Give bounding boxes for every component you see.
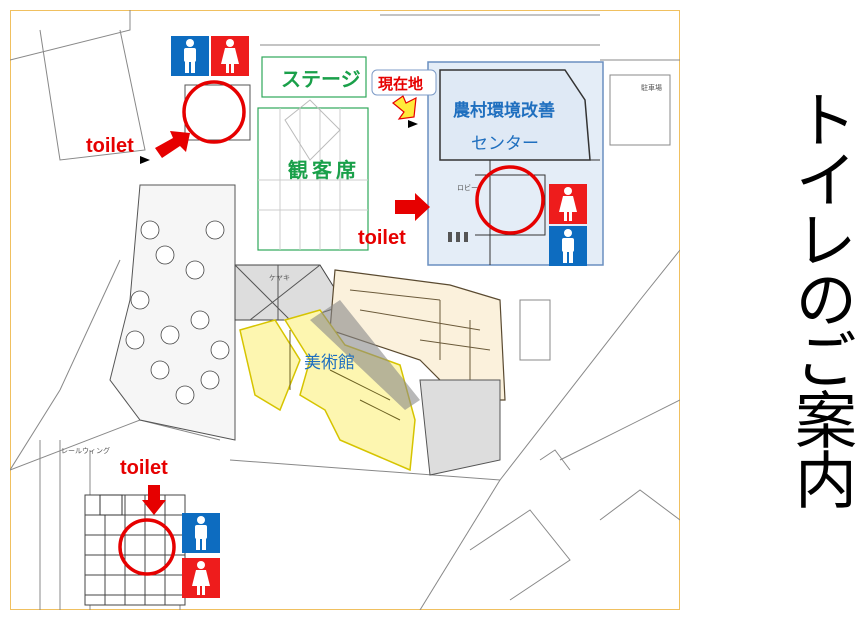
keyaki-label: ケヤキ (269, 274, 290, 282)
museum-label: 美術館 (304, 353, 355, 373)
arrow-icon (395, 193, 430, 221)
map-drawing (10, 10, 680, 610)
toilet-label: toilet (86, 135, 134, 157)
parking-label: 駐車場 (641, 84, 662, 92)
female-restroom-icon (549, 184, 587, 224)
toilet-highlight-circle (182, 80, 246, 144)
arrow-icon (142, 485, 166, 515)
center-name-line1: 農村環境改善 (453, 101, 555, 121)
current-location-arrow-icon (392, 95, 417, 120)
audience-seating-label: 観客席 (288, 158, 360, 182)
current-location-label: 現在地 (378, 75, 424, 93)
stage-label: ステージ (281, 67, 361, 91)
male-restroom-icon (549, 226, 587, 266)
toilet-highlight-circle (475, 165, 545, 235)
rail-wing-label: レールウィング (61, 447, 110, 455)
lobby-label: ロビー (457, 184, 478, 192)
arrow-icon (155, 131, 190, 158)
center-name-line2: センター (471, 134, 539, 154)
toilet-label: toilet (120, 457, 168, 479)
male-restroom-icon (171, 36, 209, 76)
female-restroom-icon (211, 36, 249, 76)
toilet-label: toilet (358, 227, 406, 249)
male-restroom-icon (182, 513, 220, 553)
page-title: トイレのご案内 (784, 88, 857, 508)
female-restroom-icon (182, 558, 220, 598)
toilet-highlight-circle (118, 518, 176, 576)
facility-map: ステージ 観客席 現在地 農村環境改善 センター 美術館 toilet toil… (10, 10, 680, 610)
